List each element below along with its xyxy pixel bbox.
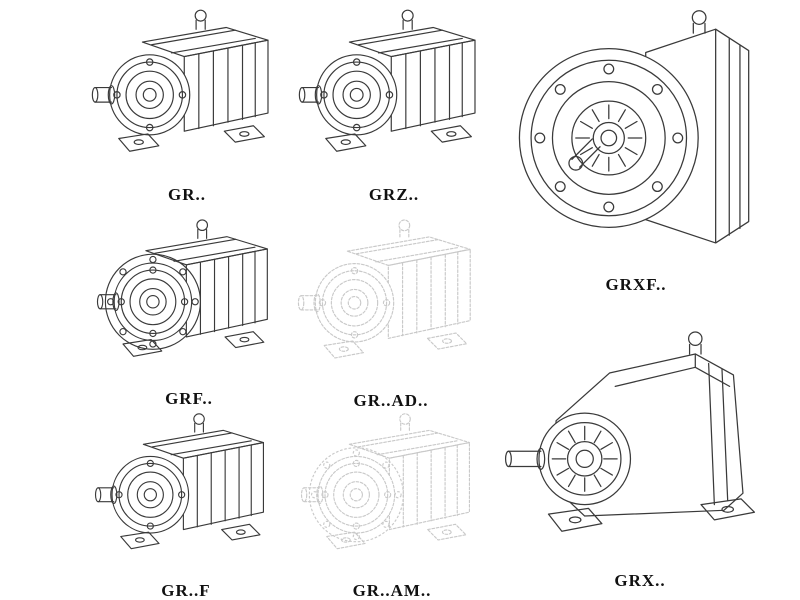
gr-f-gearbox-drawing	[94, 413, 264, 550]
figure-grx: GRX..	[497, 300, 783, 594]
figure-gr-ad: GR..AD..	[290, 212, 492, 414]
grx-gearbox-drawing	[504, 331, 756, 532]
gr-gearbox-drawing	[91, 9, 269, 152]
figure-gr-f: GR..F	[84, 406, 288, 600]
figure-grxf-label: GRXF..	[605, 275, 667, 294]
figure-gr-f-label: GR..F	[161, 581, 211, 600]
figure-grz-label: GRZ..	[368, 185, 420, 204]
gr-am-gearbox-drawing	[300, 413, 470, 550]
figure-grxf: GRXF..	[497, 2, 775, 298]
grf-gearbox-drawing	[96, 219, 268, 357]
figure-gr-am-label: GR..AM..	[352, 581, 432, 600]
figure-grx-label: GRX..	[614, 571, 666, 590]
figure-gr-am: GR..AM..	[290, 406, 494, 600]
gr-ad-gearbox-drawing	[297, 219, 471, 359]
grxf-gearbox-drawing	[518, 10, 750, 244]
figure-gr-ad-label: GR..AD..	[353, 391, 429, 410]
figure-grf: GRF..	[86, 212, 292, 412]
figure-gr-label: GR..	[168, 185, 206, 204]
figure-grf-label: GRF..	[165, 389, 213, 408]
figure-grz: GRZ..	[296, 2, 492, 208]
grz-gearbox-drawing	[298, 9, 476, 152]
figure-gr: GR..	[86, 2, 288, 208]
